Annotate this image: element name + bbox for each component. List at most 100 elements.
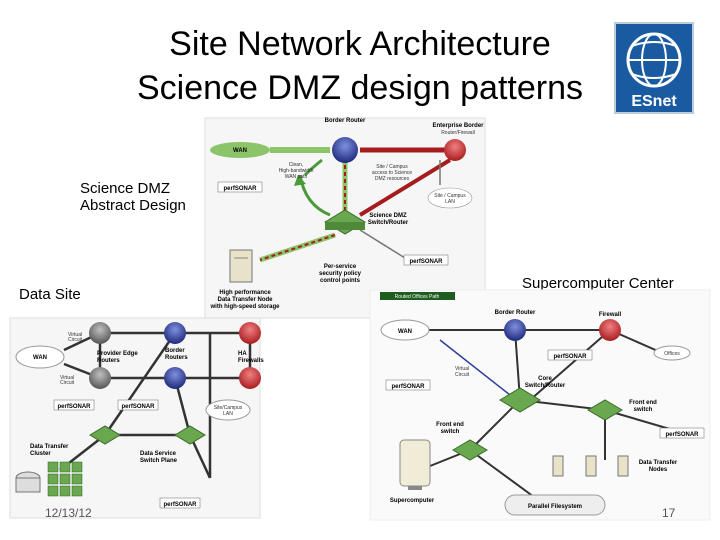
wan-cloud (210, 142, 270, 158)
clean-path-arrow-2 (303, 158, 323, 177)
supercomputer-center-label: Supercomputer Center (522, 275, 674, 292)
datasite-perfsonar-label-3: perfSONAR (163, 502, 197, 508)
sc-perfsonar-label: perfSONAR (553, 354, 587, 360)
enterprise-router-icon (444, 139, 466, 161)
front-end-switch2-label-1: Front end (436, 422, 464, 428)
dtn-label-1: High performance (219, 290, 271, 296)
sc-vc-label-2: Circuit (455, 372, 470, 378)
slide-date: 12/13/12 (45, 506, 92, 520)
sc-perfsonar-box (547, 349, 593, 361)
site-access-link (358, 158, 452, 217)
dtn-cluster-label-2: Cluster (30, 451, 51, 457)
dtn-label-2: Data Transfer Node (217, 297, 273, 303)
parallel-fs-label: Parallel Filesystem (528, 504, 582, 510)
switch-plane-icon-2 (174, 425, 206, 445)
globe-icon: ESnet (626, 32, 682, 110)
front-end-switch-label-2: switch (634, 407, 653, 413)
datasite-perfsonar-box (53, 399, 95, 411)
datasite-perfsonar-label-2: perfSONAR (121, 404, 155, 410)
esnet-logo: ESnet (614, 22, 694, 114)
storage-body (15, 477, 41, 493)
sc-dtn-label-1: Data Transfer (639, 460, 678, 466)
site-lan-label-2: LAN (445, 199, 455, 205)
abstract-diagram: WAN Border Router Enterprise Border Rout… (204, 117, 486, 319)
site-access-label-3: DMZ resources (375, 176, 410, 182)
sc-firewall-label: Firewall (599, 312, 622, 318)
ha-firewall-icon (239, 322, 261, 344)
dsvc-label-2: Circuit (68, 337, 83, 343)
title-line-2: Science DMZ design patterns (137, 69, 583, 107)
ha-firewall-icon-2 (239, 367, 261, 389)
datasite-border-label-2: Routers (165, 355, 188, 361)
virtual-circuit-link (439, 339, 511, 396)
perfsonar-box (217, 181, 263, 193)
routed-offices-label: Routed Offices Path (395, 294, 440, 300)
datasite-border-label-1: Border (165, 348, 185, 354)
wan-label: WAN (233, 148, 247, 154)
supercomputer-label: Supercomputer (390, 498, 435, 504)
sc-vc-label-1: Virtual (455, 366, 469, 372)
datasite-border-router-icon-2 (164, 367, 186, 389)
dtn-policy-link (259, 234, 336, 261)
datasite-lan-cloud (205, 399, 251, 421)
perfsonar-box-2 (403, 254, 449, 266)
enterprise-router-label-1: Enterprise Border (432, 123, 484, 129)
dmz-switch-base (325, 222, 365, 230)
provider-edge-router-icon-2 (89, 367, 111, 389)
data-site-label: Data Site (19, 286, 81, 303)
perfsonar-label-2: perfSONAR (409, 259, 443, 265)
front-end-switch-label-1: Front end (629, 400, 657, 406)
perfsonar-label: perfSONAR (223, 186, 257, 192)
security-label-3: control points (320, 278, 361, 284)
switch-plane-icon (89, 425, 121, 445)
arrow-head-icon (294, 175, 306, 186)
core-label-1: Core (538, 376, 552, 382)
sc-perfsonar-label-3: perfSONAR (665, 432, 699, 438)
page-number: 17 (662, 506, 676, 520)
sc-dtn-icon-2 (585, 455, 597, 477)
sc-border-router-label: Border Router (495, 310, 536, 316)
site-lan-label-1: Site / Campus (434, 193, 466, 199)
security-label-1: Per-service (324, 264, 357, 270)
supercomputer-base (408, 486, 422, 490)
supercomputer-icon (399, 439, 431, 487)
dtn-server-icon (229, 249, 253, 283)
datasite-perfsonar-box-2 (117, 399, 159, 411)
dtn-label-3: with high-speed storage (209, 304, 280, 310)
parallel-fs-icon (504, 494, 606, 516)
ha-firewall-label-1: HA (238, 351, 247, 357)
datasite-wan-cloud (15, 345, 65, 369)
sc-dtn-icon-3 (617, 455, 629, 477)
title-line-1: Site Network Architecture (169, 25, 551, 63)
abstract-design-label: Science DMZ Abstract Design (80, 180, 186, 214)
sc-border-router-icon (504, 319, 526, 341)
dsvc-label-1: Virtual (68, 332, 82, 338)
front-end-switch2-label-2: switch (441, 429, 460, 435)
security-label-2: security policy (319, 271, 362, 277)
dsvc2-label-1: Virtual (60, 375, 74, 381)
offices-cloud (653, 345, 691, 361)
front-end-switch-icon-2 (452, 439, 488, 461)
datasite-border-router-icon (164, 322, 186, 344)
sc-perfsonar-label-2: perfSONAR (391, 384, 425, 390)
sc-dtn-icon (552, 455, 564, 477)
front-end-switch-icon (587, 399, 623, 421)
border-router-label: Border Router (325, 118, 366, 124)
ha-firewall-label-2: Firewalls (238, 358, 264, 364)
provider-edge-router-icon (89, 322, 111, 344)
dmz-switch-label-2: Switch/Router (368, 220, 409, 226)
sc-perfsonar-box-2 (385, 379, 431, 391)
site-access-label-1: Site / Campus (376, 164, 408, 170)
sc-dtn-label-2: Nodes (649, 467, 668, 473)
offices-label: Offices (664, 351, 680, 357)
sc-wan-label: WAN (398, 329, 412, 335)
site-access-label-2: access to Science (372, 170, 413, 176)
routed-offices-bar (380, 292, 455, 300)
logo-text: ESnet (631, 93, 677, 110)
provider-edge-label-1: Provider Edge (97, 351, 138, 357)
sc-firewall-icon (599, 319, 621, 341)
core-switch-icon (499, 387, 541, 413)
clean-path-label-2: High-bandwidth (279, 168, 314, 174)
site-lan-cloud (427, 187, 473, 209)
